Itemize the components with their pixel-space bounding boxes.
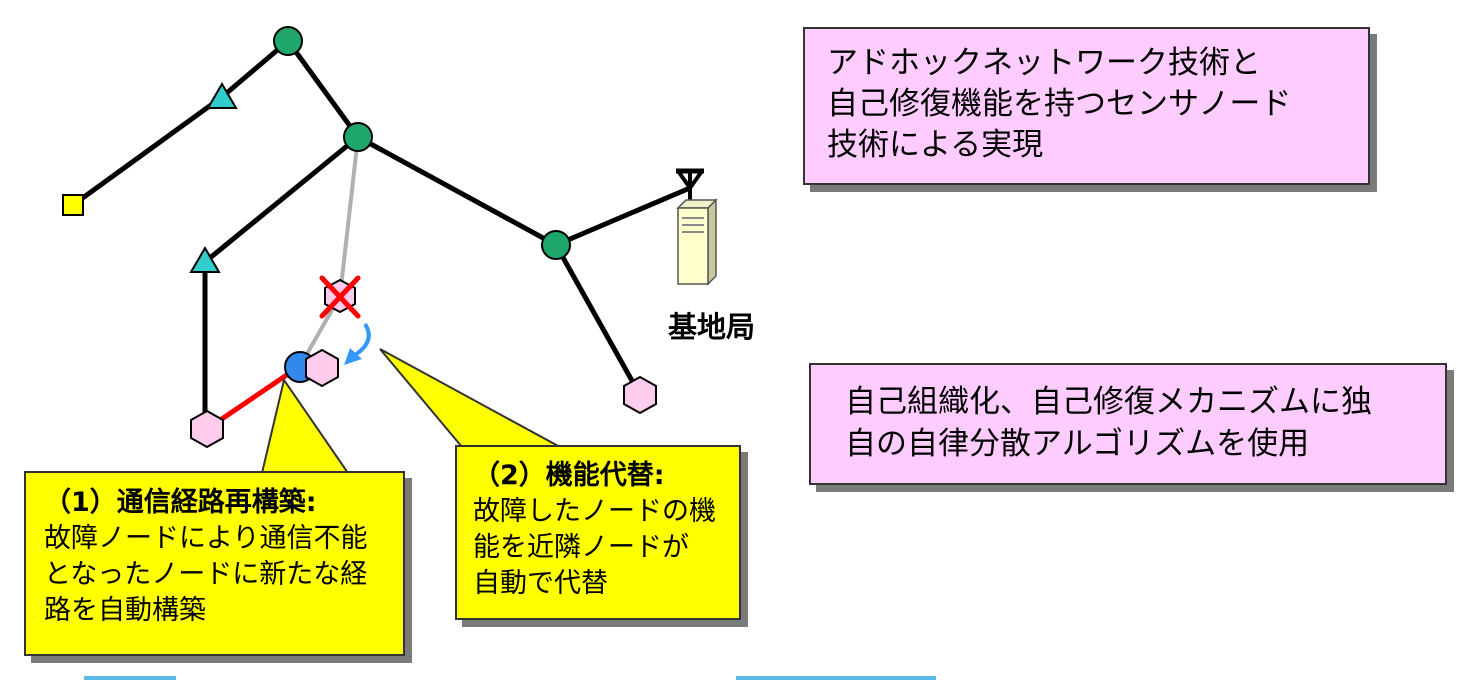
x-mark-icon [319, 275, 361, 319]
link [285, 39, 361, 139]
relay-node [343, 122, 373, 152]
sensor-hexagon [305, 348, 339, 388]
callout2-pointer [379, 348, 561, 448]
callout-line: 故障したノードの機 [473, 496, 716, 527]
cropped-element-fragment [736, 676, 936, 680]
algo-box-line: 自の自律分散アルゴリズムを使用 [845, 426, 1310, 462]
link [71, 94, 224, 208]
algorithm-description-box: 自己組織化、自己修復メカニズムに独 自の自律分散アルゴリズムを使用 [809, 363, 1447, 485]
callout-line: 自動で代替 [473, 568, 608, 599]
callout-line: 故障ノードにより通信不能 [44, 523, 368, 554]
callout-line: となったノードに新たな経 [44, 559, 368, 590]
sensor-hexagon [190, 409, 224, 449]
route-rebuild-callout: （1）通信経路再構築: 故障ノードにより通信不能 となったノードに新たな経 路を… [24, 471, 405, 656]
callout-line: 能を近隣ノードが [473, 532, 689, 563]
tech-box-line: 自己修復機能を持つセンサノード [827, 86, 1292, 122]
antenna-icon [676, 168, 704, 210]
sensor-triangle [206, 82, 238, 109]
sensor-square [62, 194, 84, 216]
callout-title: （1）通信経路再構築: [44, 487, 317, 518]
link [553, 243, 643, 397]
server-icon [676, 198, 718, 286]
callout1-pointer [260, 377, 350, 474]
algo-box-line: 自己組織化、自己修復メカニズムに独 [845, 384, 1372, 420]
sensor-triangle [189, 246, 221, 273]
function-substitution-callout: （2）機能代替: 故障したノードの機 能を近隣ノードが 自動で代替 [455, 445, 741, 620]
link [203, 135, 360, 264]
relay-node [273, 26, 303, 56]
callout-title: （2）機能代替: [473, 460, 665, 491]
link [555, 185, 691, 248]
cropped-element-fragment [84, 676, 176, 680]
inactive-link [338, 136, 360, 297]
tech-box-line: アドホックネットワーク技術と [827, 45, 1261, 81]
base-station-label: 基地局 [668, 310, 756, 344]
sensor-hexagon [623, 375, 657, 415]
tech-box-line: 技術による実現 [827, 127, 1044, 163]
relay-node [541, 230, 571, 260]
callout-line: 路を自動構築 [44, 595, 206, 626]
link [356, 134, 558, 248]
tech-description-box: アドホックネットワーク技術と 自己修復機能を持つセンサノード 技術による実現 [803, 27, 1370, 185]
curved-arrow-icon [344, 322, 371, 365]
